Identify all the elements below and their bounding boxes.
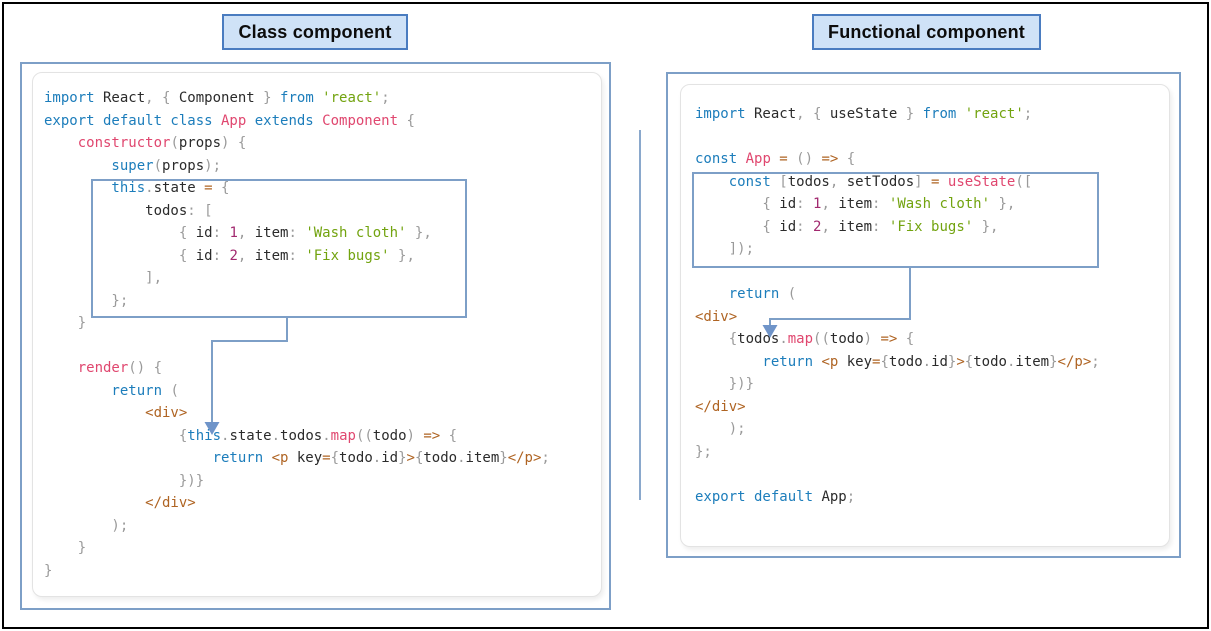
class-component-panel [20,62,611,610]
class-state-highlight-box [91,179,467,318]
functional-state-highlight-box [692,172,1099,268]
code-line: render() { [44,360,163,376]
code-line: import React, { Component } from 'react'… [44,90,390,106]
code-line: { id: 1, item: 'Wash cloth' }, [44,225,432,241]
class-component-title-badge: Class component [222,14,408,50]
code-line: { id: 1, item: 'Wash cloth' }, [695,196,1016,212]
code-line: return <p key={todo.id}>{todo.item}</p>; [44,450,550,466]
class-component-code-card [32,72,602,597]
code-line: ], [44,270,163,286]
code-line [44,335,550,358]
code-line: </div> [695,398,746,415]
code-line: }; [695,443,712,460]
code-line: } [44,315,87,331]
code-line: })} [695,376,755,392]
code-line: { id: 2, item: 'Fix bugs' }, [44,247,415,264]
code-line: <div> [44,405,188,421]
code-line: <div> [695,308,738,325]
code-line: const App = () => { [695,151,856,167]
code-line: const [todos, setTodos] = useState([ [695,173,1033,190]
code-line: } [44,562,53,579]
code-line: todos: [ [44,202,213,219]
code-line [695,126,1100,149]
code-line: constructor(props) { [44,135,247,151]
functional-component-panel [666,72,1181,558]
functional-component-code: import React, { useState } from 'react';… [695,103,1100,508]
code-line: {this.state.todos.map((todo) => { [44,427,458,444]
functional-component-code-card [680,84,1170,547]
functional-component-title-badge: Functional component [812,14,1041,50]
class-component-code: import React, { Component } from 'react'… [44,87,550,582]
code-line: ); [44,517,129,534]
code-line: this.state = { [44,180,230,196]
code-line: ); [695,421,746,437]
code-line: { id: 2, item: 'Fix bugs' }, [695,218,999,235]
code-line: super(props); [44,157,222,174]
code-line: import React, { useState } from 'react'; [695,106,1033,122]
code-line: return <p key={todo.id}>{todo.item}</p>; [695,353,1100,370]
functional-component-title: Functional component [828,21,1025,42]
code-line: export default App; [695,488,856,505]
class-component-title: Class component [238,21,392,42]
code-line [695,463,1100,486]
code-line: } [44,540,87,556]
code-line: export default class App extends Compone… [44,112,415,129]
code-line: }; [44,292,129,309]
code-line: })} [44,472,205,489]
code-line: return ( [44,382,179,399]
code-line: {todos.map((todo) => { [695,331,915,347]
code-line: </div> [44,495,196,511]
code-line: ]); [695,241,755,257]
code-line: return ( [695,286,797,302]
